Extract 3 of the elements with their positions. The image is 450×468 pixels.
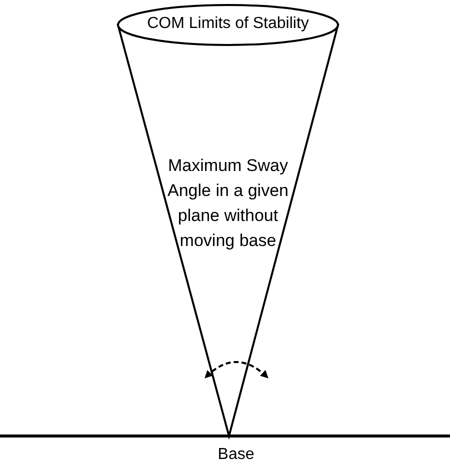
base-label: Base xyxy=(216,446,256,464)
node-text: Maximum Sway Angle in a given plane without moving base xyxy=(166,155,290,252)
node-text: COM Limits of Stability xyxy=(146,14,310,34)
